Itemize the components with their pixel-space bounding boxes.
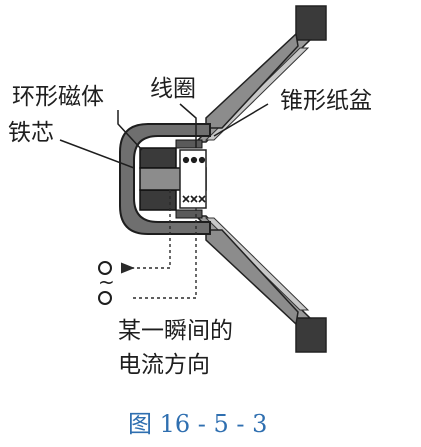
current-wires xyxy=(120,190,197,299)
label-current-direction-1: 某一瞬间的 xyxy=(118,318,233,344)
pole-piece-upper xyxy=(175,139,203,149)
terminal-upper xyxy=(98,261,112,275)
label-iron-core: 铁芯 xyxy=(8,120,54,146)
upper-frame-arm xyxy=(205,32,299,129)
lower-frame-arm xyxy=(205,229,299,326)
coil-windings xyxy=(182,156,206,203)
ac-symbol: ~ xyxy=(98,270,115,294)
leader-lines xyxy=(59,103,269,169)
figure-caption: 图 16 - 5 - 3 xyxy=(128,410,268,438)
label-current-direction-2: 电流方向 xyxy=(118,352,210,378)
bottom-edge-block xyxy=(295,317,327,353)
pole-piece-lower xyxy=(175,209,203,219)
label-ring-magnet: 环形磁体 xyxy=(12,84,104,110)
label-coil: 线圈 xyxy=(150,76,196,102)
label-cone: 锥形纸盆 xyxy=(280,88,372,114)
top-edge-block xyxy=(295,5,327,41)
ring-magnet-upper xyxy=(139,147,177,169)
terminal-lower xyxy=(98,291,112,305)
